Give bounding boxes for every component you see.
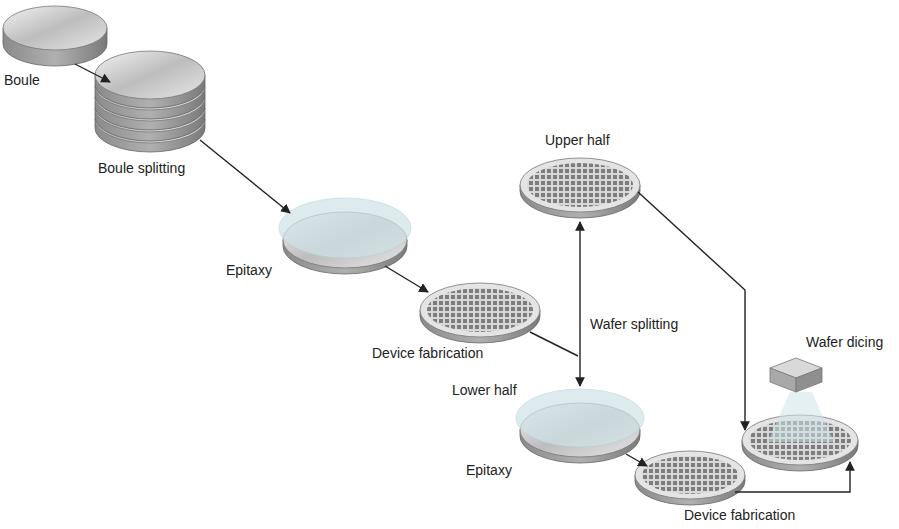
lower-device-wafer-figure xyxy=(635,451,745,505)
stage-label: Epitaxy xyxy=(466,462,512,479)
stage-label: Wafer splitting xyxy=(590,316,678,333)
dicing-tool xyxy=(768,358,834,442)
stage-label: Boule splitting xyxy=(98,160,185,177)
stage-label: Device fabrication xyxy=(372,345,483,362)
device-wafer-figure xyxy=(420,283,540,343)
flow-arrows xyxy=(75,64,850,492)
boule-figure xyxy=(3,6,107,66)
stage-label: Upper half xyxy=(545,132,610,149)
stage-label: Boule xyxy=(4,72,40,89)
stage-label: Lower half xyxy=(452,382,517,399)
split-stack-figure xyxy=(95,51,205,152)
upper-half-wafer-figure xyxy=(520,158,640,218)
lower-half-wafer-figure xyxy=(516,389,644,463)
stage-label: Wafer dicing xyxy=(806,334,883,351)
epitaxy-wafer-figure xyxy=(279,198,411,274)
stage-label: Device fabrication xyxy=(684,507,795,524)
stage-label: Epitaxy xyxy=(226,262,272,279)
